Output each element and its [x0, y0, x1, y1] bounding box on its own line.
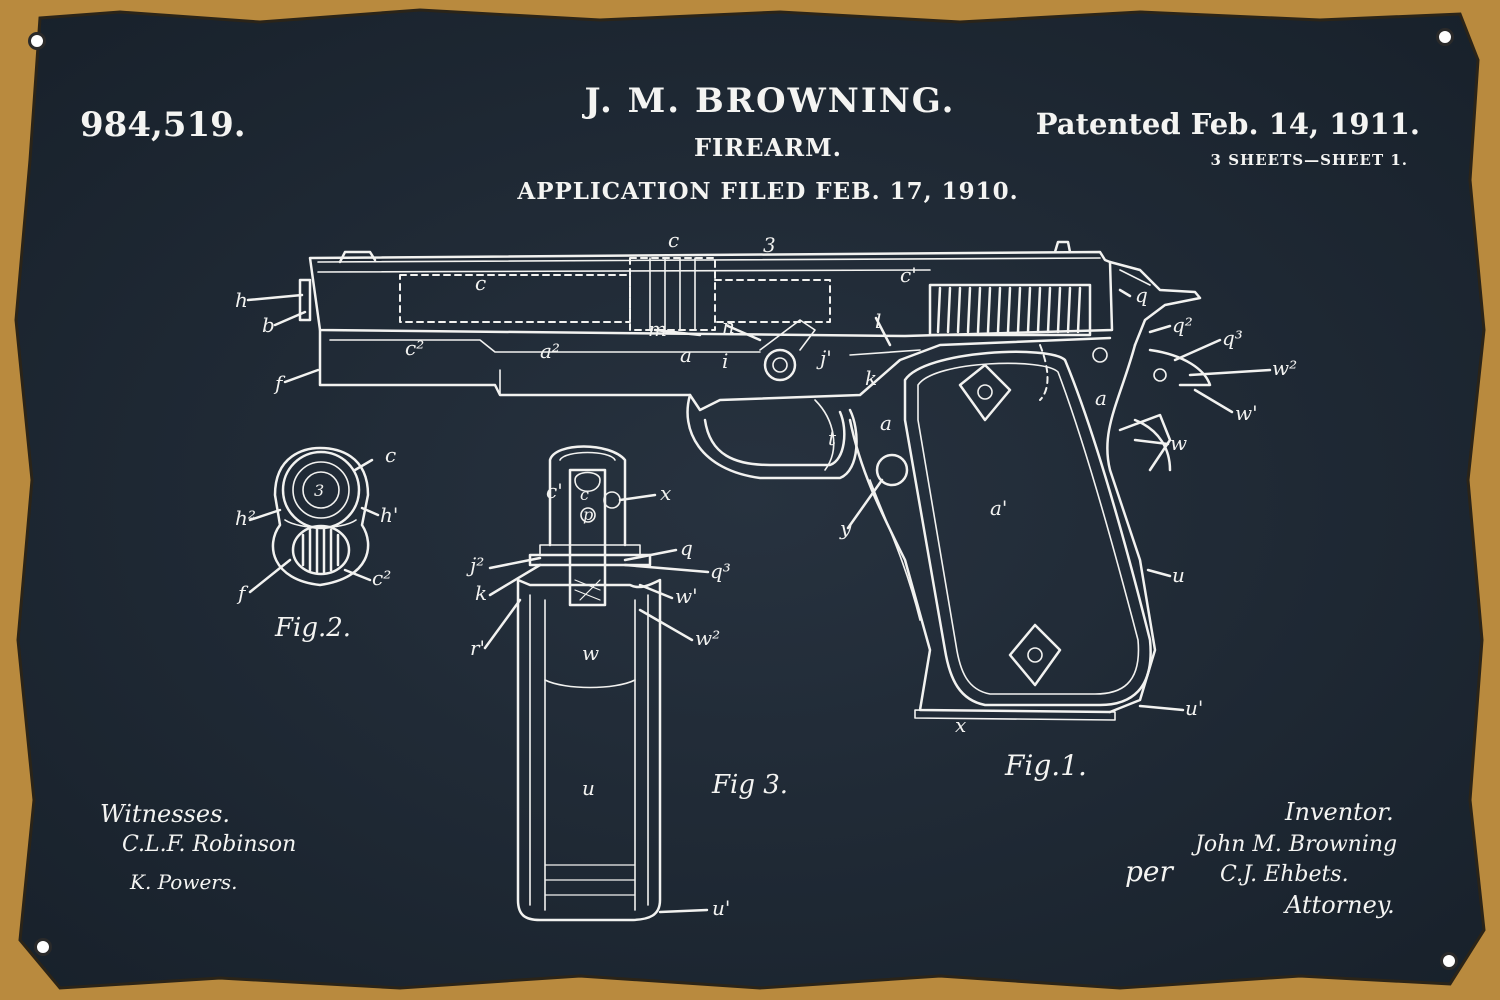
svg-text:u: u: [1172, 563, 1185, 587]
patented-date: Patented Feb. 14, 1911.: [1035, 107, 1420, 141]
subject-heading: FIREARM.: [694, 133, 842, 162]
svg-text:c: c: [475, 271, 486, 295]
svg-text:a: a: [1095, 386, 1107, 410]
svg-text:t: t: [828, 426, 837, 450]
svg-text:c': c': [546, 479, 563, 503]
svg-text:k: k: [865, 366, 877, 390]
svg-text:w²: w²: [1272, 356, 1297, 380]
svg-text:a: a: [880, 411, 892, 435]
svg-text:a': a': [990, 496, 1007, 520]
svg-text:w: w: [1170, 431, 1187, 455]
svg-text:f: f: [236, 581, 249, 605]
inventor-signature: John M. Browning: [1195, 832, 1398, 857]
patent-number: 984,519.: [80, 105, 246, 145]
fig1-part-labels: h b f c c 3 c² a² a m n i j' k l c' q q²…: [235, 228, 1297, 737]
svg-text:3: 3: [763, 233, 776, 257]
svg-text:u: u: [582, 776, 595, 800]
fig2-muzzle-view: 3 c h² h' f c²: [235, 443, 398, 605]
svg-text:m: m: [648, 317, 667, 341]
svg-text:c²: c²: [372, 566, 391, 590]
svg-text:q²: q²: [1172, 313, 1193, 337]
svg-text:u': u': [712, 896, 730, 920]
svg-text:j': j': [816, 346, 832, 370]
corner-hole-icon: [1436, 28, 1454, 46]
fig1-frame: [318, 260, 1212, 721]
witness-signature-2: K. Powers.: [130, 870, 238, 894]
svg-text:a²: a²: [540, 339, 560, 363]
svg-text:c': c': [900, 263, 917, 287]
svg-text:c: c: [385, 443, 396, 467]
svg-text:q: q: [680, 536, 693, 560]
witnesses-label: Witnesses.: [100, 800, 231, 828]
corner-hole-icon: [34, 938, 52, 956]
fig2-caption: Fig.2.: [275, 613, 352, 643]
fig1-caption: Fig.1.: [1005, 749, 1087, 782]
svg-text:q: q: [1135, 283, 1148, 307]
svg-text:c: c: [668, 228, 679, 252]
sheets-note: 3 SHEETS—SHEET 1.: [1210, 151, 1408, 169]
witness-signature-1: C.L.F. Robinson: [122, 832, 297, 857]
svg-text:c: c: [580, 485, 589, 504]
attorney-signature: C.J. Ehbets.: [1220, 862, 1349, 887]
svg-text:x: x: [660, 481, 671, 505]
svg-text:q³: q³: [710, 559, 731, 583]
svg-text:w': w': [675, 584, 698, 608]
svg-text:h²: h²: [235, 506, 256, 530]
svg-text:a: a: [680, 343, 692, 367]
fig3-caption: Fig 3.: [712, 770, 789, 800]
fig1-slide: [298, 240, 1114, 338]
svg-text:w²: w²: [695, 626, 720, 650]
inventor-heading: J. M. BROWNING.: [584, 81, 956, 121]
attorney-label: Attorney.: [1285, 891, 1395, 919]
svg-text:j²: j²: [466, 553, 484, 577]
svg-text:w': w': [1235, 401, 1258, 425]
fig3-rear-view: c' c p x q q³ w' w² j² k r' w u u': [466, 445, 731, 922]
svg-text:f: f: [273, 371, 286, 395]
corner-hole-icon: [28, 32, 46, 50]
svg-text:h: h: [235, 288, 248, 312]
svg-text:u': u': [1185, 696, 1203, 720]
svg-text:3: 3: [314, 481, 324, 500]
svg-text:b: b: [262, 313, 275, 337]
svg-text:c²: c²: [405, 336, 424, 360]
svg-text:i: i: [722, 349, 728, 373]
svg-text:r': r': [470, 636, 485, 660]
leader-lines: [246, 288, 1272, 914]
svg-text:k: k: [475, 581, 487, 605]
svg-text:h': h': [380, 503, 398, 527]
per-label: per: [1125, 855, 1173, 888]
svg-text:p: p: [583, 505, 593, 524]
corner-hole-icon: [1440, 952, 1458, 970]
svg-text:y: y: [839, 516, 852, 540]
svg-text:q³: q³: [1222, 326, 1243, 350]
application-filed: APPLICATION FILED FEB. 17, 1910.: [517, 178, 1019, 205]
svg-text:w: w: [582, 641, 599, 665]
svg-text:x: x: [955, 713, 966, 737]
inventor-label: Inventor.: [1285, 798, 1394, 826]
